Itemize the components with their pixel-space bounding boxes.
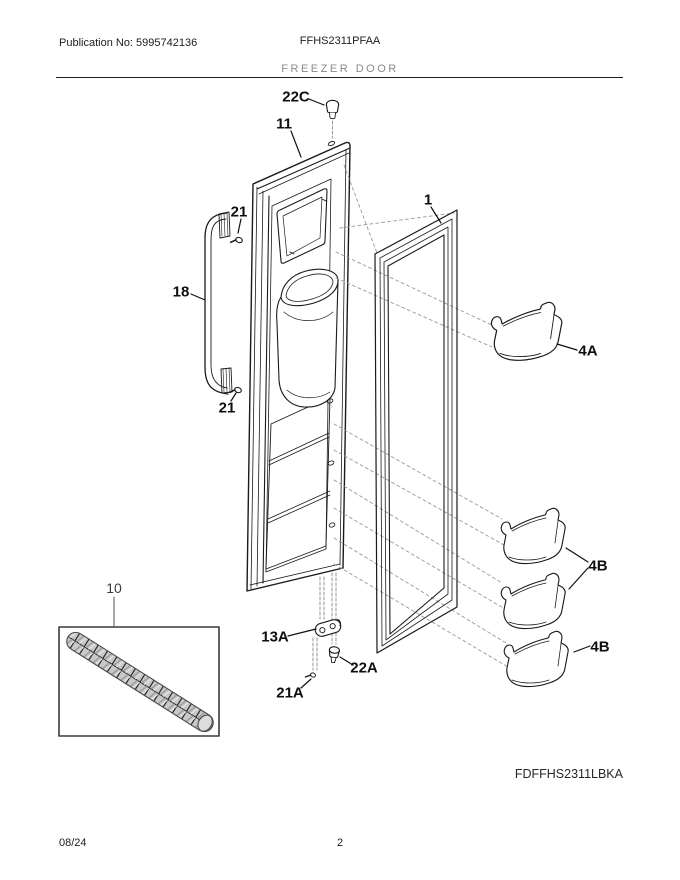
part-label-13a-10: 13A (261, 628, 289, 646)
part-label-4b-7: 4B (588, 557, 608, 575)
revision-date: 08/24 (59, 837, 87, 849)
part-label-10-9: 10 (106, 580, 122, 596)
part-label-18-3: 18 (172, 283, 190, 301)
part-label-21a-12: 21A (276, 684, 304, 702)
part-label-4a-6: 4A (578, 342, 598, 360)
part-label-22c-0: 22C (282, 88, 310, 106)
part-label-21-2: 21 (230, 203, 248, 221)
diagram-code: FDFFHS2311LBKA (514, 767, 623, 781)
publication-number: Publication No: 5995742136 (59, 37, 198, 49)
part-label-4b-8: 4B (590, 638, 610, 656)
section-title: FREEZER DOOR (281, 63, 399, 75)
part-label-11-1: 11 (276, 115, 292, 133)
part-label-22a-11: 22A (350, 659, 378, 677)
header-rule (56, 77, 623, 78)
part-label-21-4: 21 (218, 399, 236, 417)
model-number: FFHS2311PFAA (299, 35, 381, 47)
part-label-1-5: 1 (423, 191, 433, 209)
page-number: 2 (336, 837, 344, 849)
